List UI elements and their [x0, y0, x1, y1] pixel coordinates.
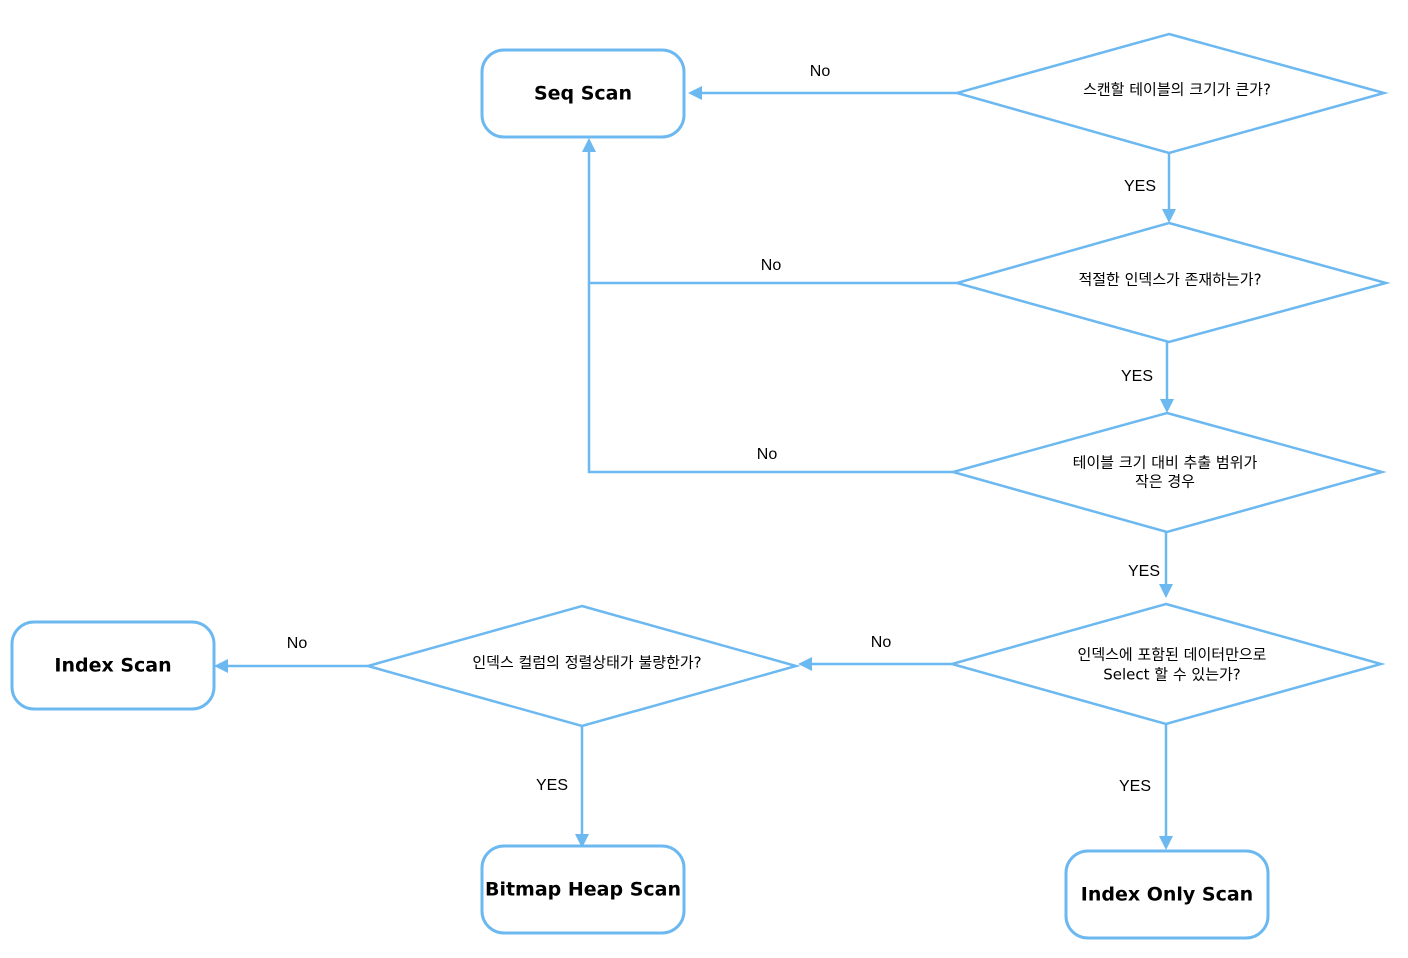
arrow-left-icon [798, 657, 812, 671]
decision-q5 [363, 604, 801, 728]
decision-q4 [947, 602, 1386, 726]
edge-q3-no [587, 283, 953, 474]
index-only-scan-label: Index Only Scan [1081, 884, 1253, 906]
index-scan-label: Index Scan [54, 655, 171, 677]
edge-label-q4-yes: YES [1119, 778, 1151, 795]
question-q3-line-2: 작은 경우 [1135, 473, 1195, 491]
edge-label-q3-yes: YES [1128, 563, 1160, 580]
question-q1-line-1: 스캔할 테이블의 크기가 큰가? [1083, 81, 1271, 99]
arrow-left-icon [688, 86, 702, 100]
bitmap-heap-scan-label: Bitmap Heap Scan [485, 879, 681, 901]
seq-scan-box [480, 48, 686, 139]
question-q4-line-1: 인덱스에 포함된 데이터만으로 [1078, 646, 1267, 664]
seq-scan-label: Seq Scan [534, 83, 632, 105]
bitmap-heap-scan-box [480, 844, 686, 935]
index-only-scan-box [1064, 849, 1270, 940]
decision-q1 [952, 32, 1389, 155]
arrow-down-icon [575, 834, 589, 848]
edge-label-q3-no: No [757, 446, 778, 463]
arrow-up-icon [582, 138, 596, 152]
edge-label-q2-yes: YES [1121, 368, 1153, 385]
edge-label-q5-no: No [287, 635, 308, 652]
edge-label-q1-no: No [810, 63, 831, 80]
edge-label-q1-yes: YES [1124, 178, 1156, 195]
question-q5-line-1: 인덱스 컬럼의 정렬상태가 불량한가? [472, 654, 701, 672]
arrow-down-icon [1162, 209, 1176, 223]
decision-q3 [948, 411, 1387, 534]
question-q2-line-1: 적절한 인덱스가 존재하는가? [1078, 271, 1261, 289]
index-scan-box [10, 620, 216, 711]
edge-label-q2-no: No [761, 257, 782, 274]
question-q4-line-2: Select 할 수 있는가? [1103, 666, 1241, 684]
arrow-left-icon [214, 659, 228, 673]
question-q3-line-1: 테이블 크기 대비 추출 범위가 [1073, 454, 1258, 472]
edge-label-q4-no: No [871, 634, 892, 651]
arrow-down-icon [1159, 584, 1173, 598]
edge-label-q5-yes: YES [536, 777, 568, 794]
decision-q2 [952, 221, 1391, 344]
arrow-down-icon [1159, 836, 1173, 850]
arrow-down-icon [1160, 399, 1174, 413]
